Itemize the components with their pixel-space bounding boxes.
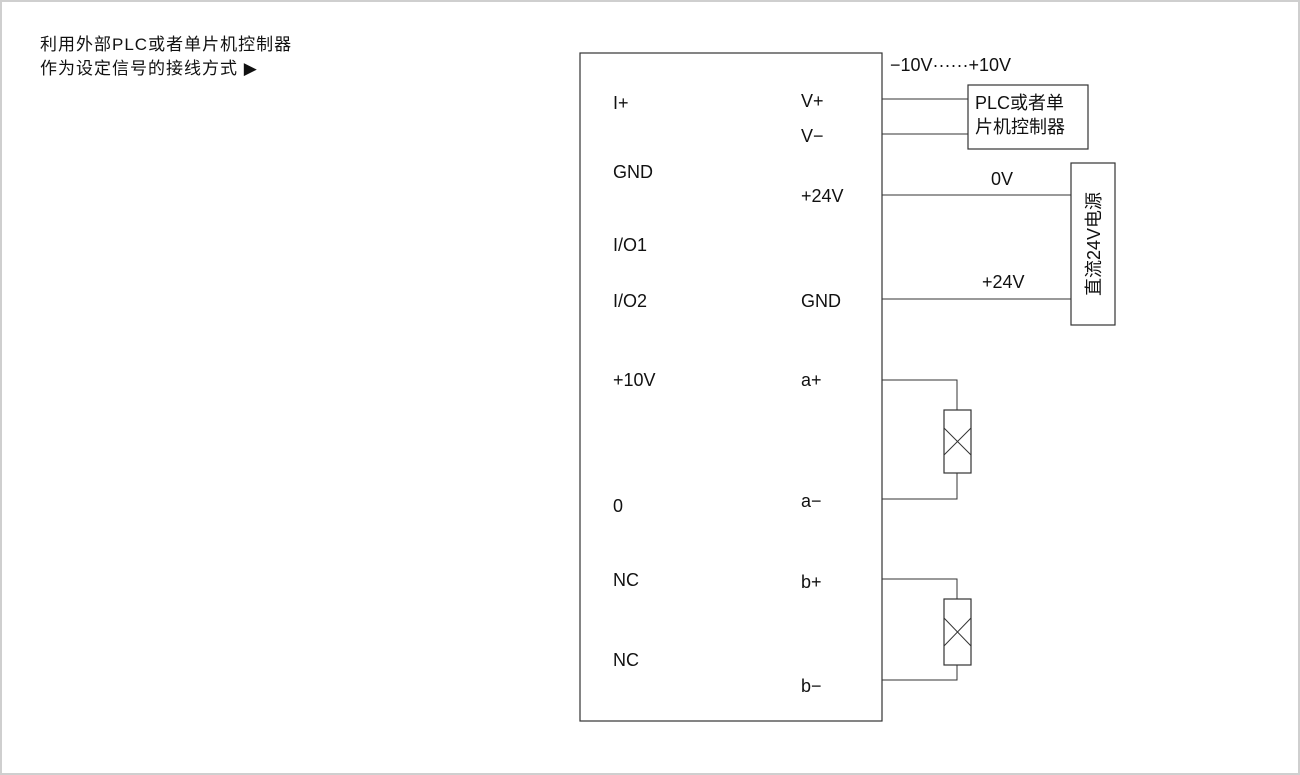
terminal-nc-2: NC <box>613 650 639 670</box>
terminal-gnd-left: GND <box>613 162 653 182</box>
plc-controller-label-line-1: PLC或者单 <box>975 93 1064 113</box>
terminal-plus-10v: +10V <box>613 370 656 390</box>
terminal-io1: I/O1 <box>613 235 647 255</box>
terminal-gnd-right: GND <box>801 291 841 311</box>
wire-b-minus <box>882 665 958 681</box>
terminal-i-plus: I+ <box>613 93 629 113</box>
plc-controller-label-line-2: 片机控制器 <box>975 117 1065 137</box>
wire-a-minus <box>882 473 958 500</box>
terminal-b-minus: b− <box>801 676 822 696</box>
terminal-plus-24v: +24V <box>801 186 844 206</box>
wire-b-plus <box>882 578 958 599</box>
caption-line-2: 作为设定信号的接线方式 ▶ <box>40 59 258 78</box>
component-b-cross-2 <box>943 617 972 647</box>
signal-range-label: −10V······+10V <box>890 55 1011 75</box>
diagram-caption: 利用外部PLC或者单片机控制器 作为设定信号的接线方式 ▶ <box>40 33 292 81</box>
dc-24v-power-box <box>1070 162 1116 326</box>
caption-line-1: 利用外部PLC或者单片机控制器 <box>40 35 293 54</box>
power-zero-volt-label: 0V <box>991 169 1013 189</box>
terminal-v-minus: V− <box>801 126 824 146</box>
terminal-a-plus: a+ <box>801 370 822 390</box>
wire-a-plus <box>882 379 958 410</box>
controller-module-box <box>579 52 883 722</box>
terminal-v-plus: V+ <box>801 91 824 111</box>
terminal-b-plus: b+ <box>801 572 822 592</box>
terminal-nc-1: NC <box>613 570 639 590</box>
component-a-cross-2 <box>943 427 972 456</box>
terminal-a-minus: a− <box>801 491 822 511</box>
plc-controller-box <box>967 84 1089 150</box>
power-plus-24v-label: +24V <box>982 272 1025 292</box>
terminal-zero: 0 <box>613 496 623 516</box>
terminal-io2: I/O2 <box>613 291 647 311</box>
dc-24v-power-label: 直流24V电源 <box>1084 192 1104 296</box>
